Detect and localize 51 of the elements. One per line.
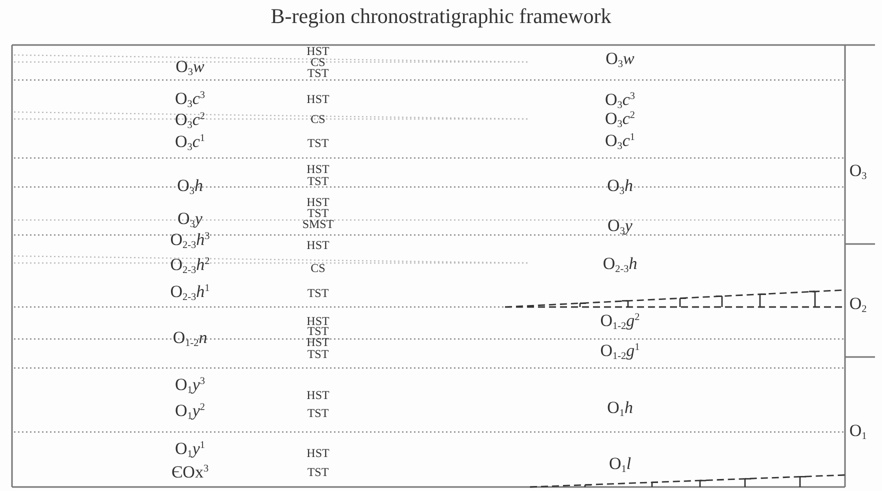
- systems-tract-label: HST: [306, 447, 330, 459]
- formation-label: O$_{2-3}$h: [602, 254, 638, 276]
- formation-label: O$_{1}$h: [607, 398, 633, 420]
- formation-label: O$_{3}$c$^{2}$: [175, 110, 205, 132]
- formation-label: ЄOx$^{3}$: [171, 464, 209, 480]
- formation-label: O$_{3}$c$^{2}$: [605, 110, 635, 130]
- formation-label: O$_{3}$y: [608, 216, 632, 238]
- formation-label: O$_{2-3}$h$^{3}$: [170, 230, 210, 252]
- formation-label: O$_{1-2}$g$^{1}$: [600, 342, 640, 362]
- systems-tract-label: HST: [306, 389, 330, 401]
- formation-label: O$_{1}$l: [608, 454, 632, 476]
- systems-tract-label: HST: [306, 196, 330, 208]
- systems-tract-label: TST: [307, 67, 329, 79]
- formation-label: O$_{1}$y$^{2}$: [175, 402, 205, 422]
- systems-tract-label: TST: [307, 287, 329, 299]
- formation-label: O$_{2-3}$h$^{2}$: [170, 256, 210, 276]
- chart-title: B-region chronostratigraphic framework: [270, 4, 612, 29]
- systems-tract-label: TST: [307, 207, 329, 219]
- systems-tract-label: HST: [306, 315, 330, 327]
- systems-tract-label: TST: [307, 407, 329, 419]
- systems-tract-label: TST: [307, 348, 329, 360]
- formation-label: O$_{3}$w: [606, 50, 634, 70]
- formation-label: O$_{1-2}$g$^{2}$: [600, 312, 640, 332]
- formation-label: O$_{1}$y$^{3}$: [175, 376, 205, 396]
- formation-label: O$_{1}$y$^{1}$: [175, 440, 205, 460]
- formation-label: O$_{3}$c$^{3}$: [605, 90, 635, 111]
- systems-tract-label: CS: [310, 262, 326, 274]
- formation-label: O$_{3}$w: [176, 58, 204, 78]
- systems-tract-label: HST: [306, 93, 330, 105]
- formation-label: O$_{3}$h: [607, 176, 633, 198]
- systems-tract-label: TST: [307, 137, 329, 149]
- formation-label: O$_{3}$c$^{1}$: [605, 132, 635, 152]
- period-label: O$_{2}$: [849, 294, 867, 316]
- systems-tract-label: CS: [310, 56, 326, 68]
- systems-tract-label: HST: [306, 336, 330, 348]
- systems-tract-label: TST: [307, 175, 329, 187]
- formation-label: O$_{3}$c$^{1}$: [175, 132, 205, 154]
- period-label: O$_{1}$: [849, 422, 867, 442]
- formation-label: O$_{1-2}$n: [172, 328, 208, 350]
- systems-tract-label: TST: [307, 466, 329, 478]
- formation-label: O$_{2-3}$h$^{1}$: [170, 282, 210, 304]
- formation-label: O$_{3}$y: [178, 210, 202, 230]
- systems-tract-label: TST: [307, 325, 329, 337]
- formation-label: O$_{3}$h: [177, 176, 203, 198]
- systems-tract-label: SMST: [302, 218, 334, 230]
- formation-label: O$_{3}$c$^{3}$: [175, 90, 205, 110]
- period-label: O$_{3}$: [849, 162, 867, 182]
- systems-tract-label: HST: [306, 45, 330, 57]
- systems-tract-label: CS: [310, 113, 326, 125]
- systems-tract-label: HST: [306, 163, 330, 175]
- systems-tract-label: HST: [306, 239, 330, 251]
